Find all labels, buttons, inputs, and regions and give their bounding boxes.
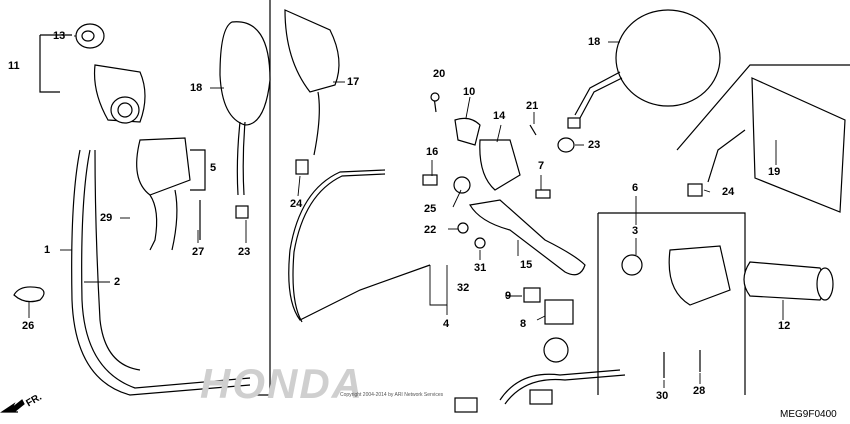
mirror-right-small <box>284 9 340 175</box>
callout-19: 19 <box>768 166 781 178</box>
callout-3: 3 <box>632 225 639 237</box>
callout-12: 12 <box>778 320 791 332</box>
callout-24-right: 24 <box>722 186 735 198</box>
callout-23-left: 23 <box>238 246 251 258</box>
callout-5: 5 <box>210 162 217 174</box>
switch-housing-right <box>621 245 731 306</box>
mirror-large-bottom <box>687 77 846 213</box>
mirror-large-top <box>567 9 721 129</box>
divider-line <box>245 0 271 396</box>
clutch-lever <box>469 199 586 276</box>
divider-line <box>676 64 850 151</box>
grip-right <box>743 261 834 301</box>
callout-18-left: 18 <box>190 82 203 94</box>
callout-line <box>190 149 206 191</box>
callout-13: 13 <box>53 30 66 42</box>
callout-27: 27 <box>192 246 205 258</box>
callout-29: 29 <box>100 212 113 224</box>
diagram-code: MEG9F0400 <box>780 409 837 420</box>
callout-20: 20 <box>433 68 446 80</box>
callout-9: 9 <box>505 290 512 302</box>
grip-left <box>93 64 146 124</box>
callout-22: 22 <box>424 224 437 236</box>
callout-32: 32 <box>457 282 470 294</box>
callout-10: 10 <box>463 86 476 98</box>
callout-line <box>39 35 60 93</box>
mirror-left <box>219 21 271 219</box>
switch-housing-left <box>136 137 201 251</box>
callout-1: 1 <box>44 244 51 256</box>
honda-watermark: HONDA <box>200 360 364 407</box>
callout-6: 6 <box>632 182 639 194</box>
callout-17: 17 <box>347 76 360 88</box>
copyright-text: Copyright 2004-2014 by ARI Network Servi… <box>340 392 444 398</box>
callout-7: 7 <box>538 160 545 172</box>
callout-28: 28 <box>693 385 706 397</box>
callout-30: 30 <box>656 390 669 402</box>
callout-21: 21 <box>526 100 539 112</box>
callout-25: 25 <box>424 203 437 215</box>
callout-26: 26 <box>22 320 35 332</box>
callout-15: 15 <box>520 259 533 271</box>
callout-24-left: 24 <box>290 198 303 210</box>
callout-4: 4 <box>443 318 450 330</box>
divider-line <box>598 212 746 395</box>
callout-16: 16 <box>426 146 439 158</box>
callout-18-right: 18 <box>588 36 601 48</box>
callout-23-right: 23 <box>588 139 601 151</box>
callout-8: 8 <box>520 318 527 330</box>
callout-14: 14 <box>493 110 506 122</box>
front-arrow-icon <box>0 399 25 413</box>
callout-11: 11 <box>8 60 20 72</box>
bar-end-weight <box>75 23 105 49</box>
callout-2: 2 <box>114 276 121 288</box>
callout-31: 31 <box>474 262 487 274</box>
